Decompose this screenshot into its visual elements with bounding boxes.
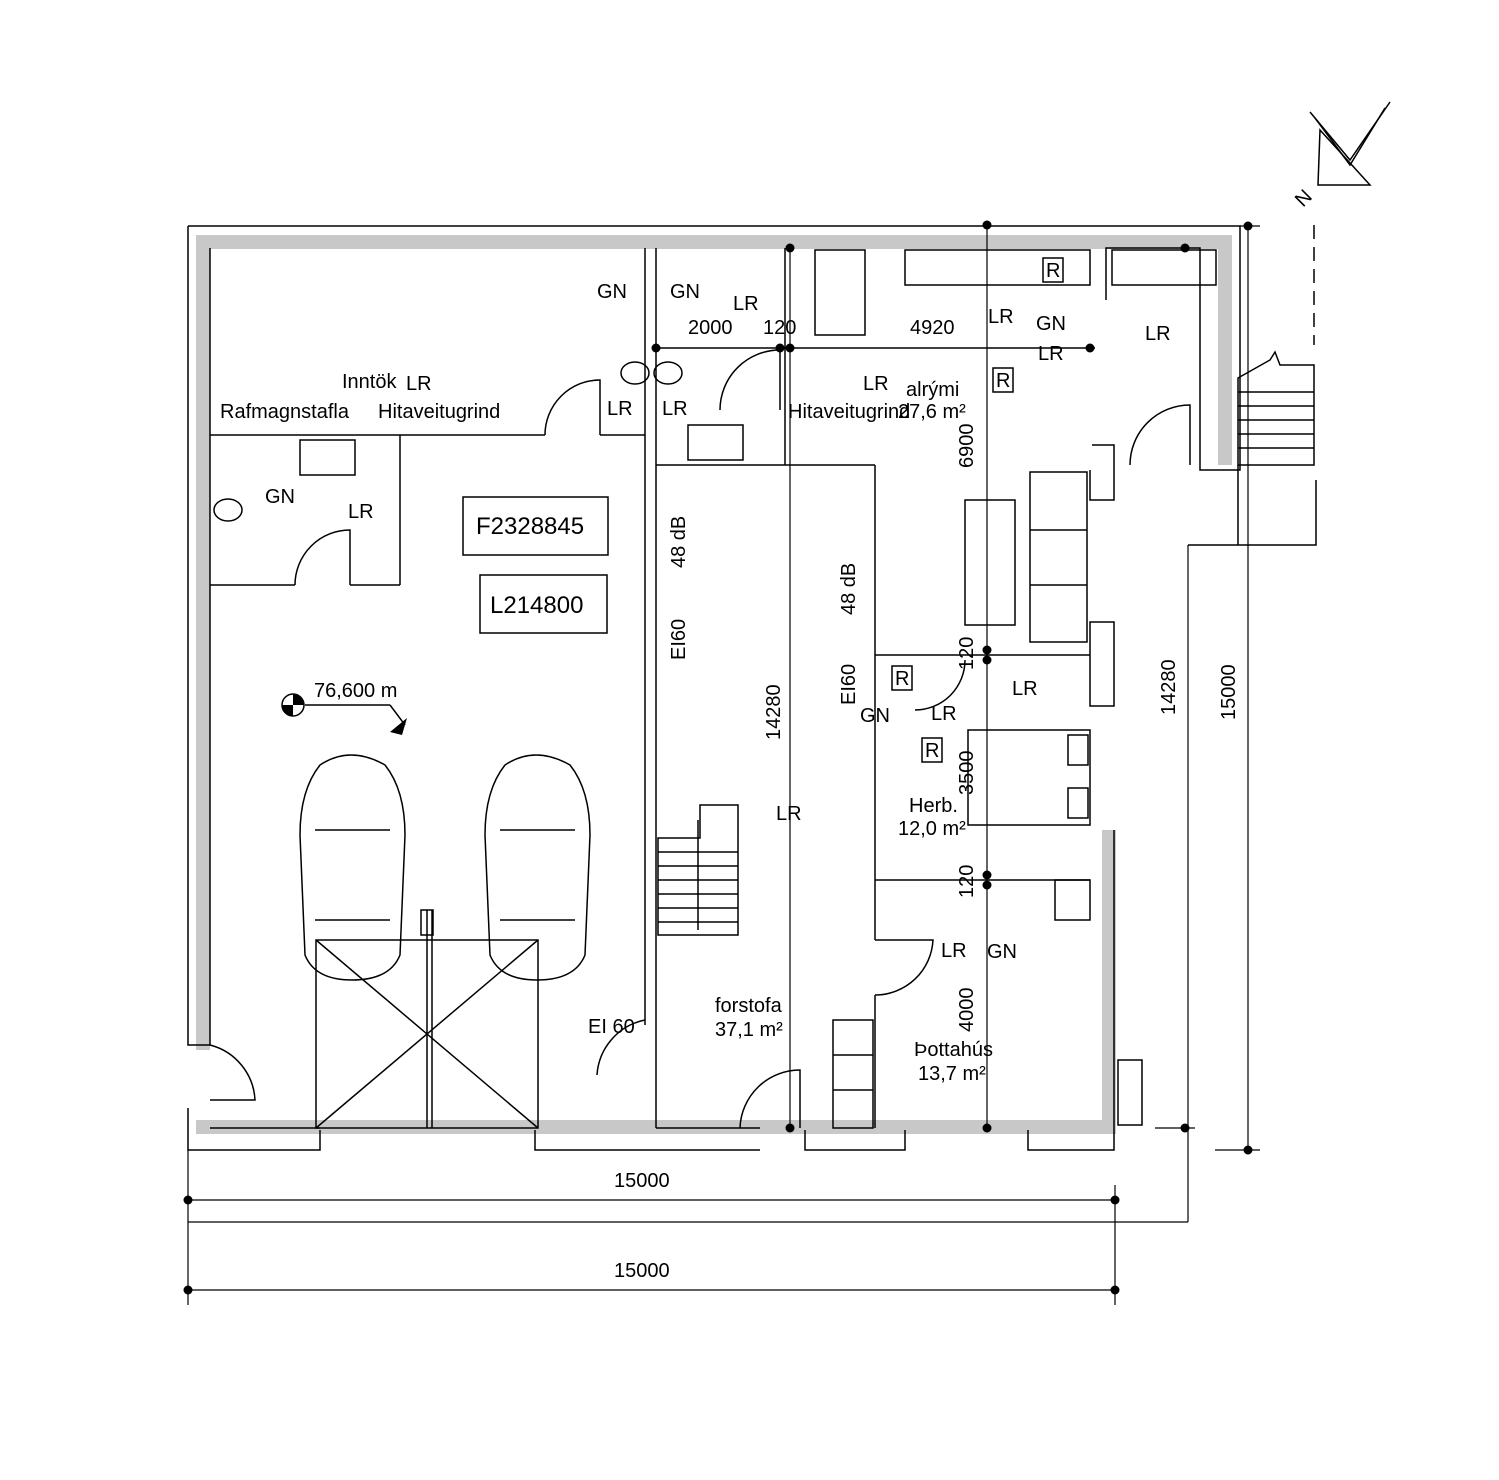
svg-text:13,7 m²: 13,7 m²	[918, 1063, 986, 1085]
svg-text:120: 120	[956, 865, 978, 898]
svg-text:12,0 m²: 12,0 m²	[898, 818, 966, 840]
land-id: L214800	[490, 592, 583, 619]
furniture	[213, 249, 1217, 1129]
svg-text:EI60: EI60	[668, 619, 690, 660]
svg-text:Rafmagnstafla: Rafmagnstafla	[220, 401, 350, 423]
svg-text:Hitaveitugrind: Hitaveitugrind	[378, 401, 500, 423]
svg-text:LR: LR	[863, 373, 889, 395]
svg-text:LR: LR	[776, 803, 802, 825]
doors	[209, 349, 1191, 1129]
svg-text:6900: 6900	[956, 424, 978, 469]
svg-text:EI60: EI60	[838, 664, 860, 705]
svg-text:LR: LR	[1012, 678, 1038, 700]
dim-right-inner: 14280	[1158, 659, 1180, 715]
svg-text:alrými: alrými	[906, 379, 959, 401]
svg-text:GN: GN	[987, 941, 1017, 963]
svg-text:GN: GN	[597, 281, 627, 303]
north-arrow-icon: N	[1291, 101, 1391, 212]
svg-text:4920: 4920	[910, 317, 955, 339]
svg-text:R: R	[895, 668, 909, 690]
svg-text:Þottahús: Þottahús	[914, 1039, 993, 1061]
svg-text:GN: GN	[265, 486, 295, 508]
parcel-box: F2328845	[462, 496, 609, 556]
car-icon	[484, 754, 591, 981]
north-label: N	[1291, 186, 1317, 212]
svg-text:37,1 m²: 37,1 m²	[715, 1019, 783, 1041]
dimension-dots	[183, 220, 1253, 1295]
interior-walls	[210, 248, 1095, 1129]
svg-text:120: 120	[956, 637, 978, 670]
elevation-marker: 76,600 m	[281, 680, 407, 735]
dim-bottom-inner: 15000	[614, 1170, 670, 1192]
svg-text:LR: LR	[931, 703, 957, 725]
svg-text:2000: 2000	[688, 317, 733, 339]
svg-text:LR: LR	[348, 501, 374, 523]
svg-text:LR: LR	[1145, 323, 1171, 345]
parcel-id: F2328845	[476, 513, 584, 540]
dimension-lines	[187, 225, 1260, 1305]
dim-bottom-outer: 15000	[614, 1260, 670, 1282]
svg-text:48 dB: 48 dB	[838, 563, 860, 615]
svg-text:LR: LR	[662, 398, 688, 420]
svg-text:LR: LR	[941, 940, 967, 962]
svg-text:R: R	[1046, 260, 1060, 282]
svg-text:Hitaveitugrind: Hitaveitugrind	[788, 401, 910, 423]
r-marks: R R R R	[891, 257, 1064, 763]
svg-text:LR: LR	[988, 306, 1014, 328]
svg-text:14280: 14280	[763, 684, 785, 740]
svg-text:R: R	[925, 740, 939, 762]
svg-text:GN: GN	[670, 281, 700, 303]
svg-text:Herb.: Herb.	[909, 795, 958, 817]
dim-right-outer: 15000	[1218, 664, 1240, 720]
svg-text:120: 120	[763, 317, 796, 339]
svg-text:GN: GN	[1036, 313, 1066, 335]
svg-text:EI 60: EI 60	[588, 1016, 635, 1038]
svg-text:4000: 4000	[956, 988, 978, 1033]
dimension-labels: 15000 15000 14280 15000	[614, 659, 1240, 1282]
svg-text:27,6 m²: 27,6 m²	[898, 401, 966, 423]
garage-door	[315, 909, 539, 1129]
svg-text:LR: LR	[733, 293, 759, 315]
svg-text:LR: LR	[406, 373, 432, 395]
svg-text:3500: 3500	[956, 751, 978, 796]
svg-text:R: R	[996, 370, 1010, 392]
svg-text:GN: GN	[860, 705, 890, 727]
svg-text:Inntök: Inntök	[342, 371, 397, 393]
svg-text:LR: LR	[607, 398, 633, 420]
svg-text:forstofa: forstofa	[715, 995, 783, 1017]
car-icon	[299, 754, 406, 981]
svg-text:LR: LR	[1038, 343, 1064, 365]
house-labels: LR 2000 120 4920 LR GN LR LR LR Hitaveit…	[662, 293, 1171, 1085]
elevation-label: 76,600 m	[314, 680, 397, 702]
stairs	[657, 225, 1317, 936]
svg-text:48 dB: 48 dB	[668, 516, 690, 568]
land-box: L214800	[479, 574, 608, 634]
garage-labels: Inntök LR Rafmagnstafla Hitaveitugrind L…	[220, 281, 700, 1038]
